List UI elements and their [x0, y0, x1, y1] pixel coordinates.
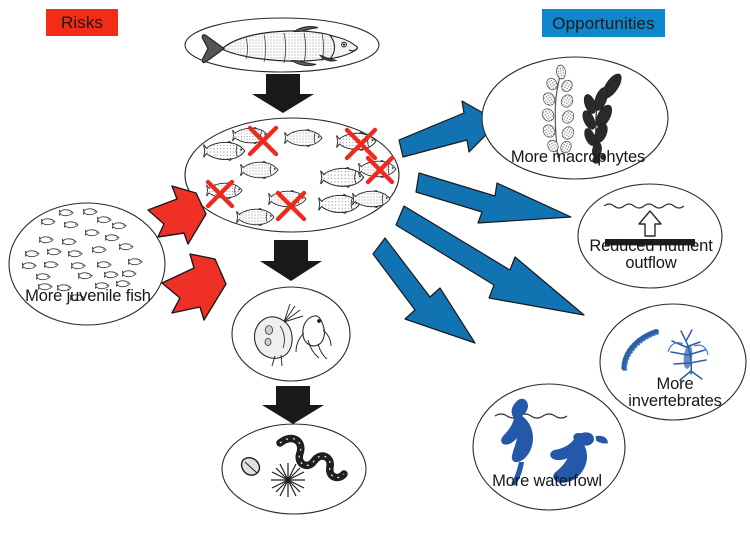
arrow-zooplankton-to-phytoplankton — [262, 386, 324, 424]
legend-badge-risks[interactable]: Risks — [46, 9, 118, 36]
juvenile-fish-ellipse-outline — [8, 202, 166, 326]
arrow-pike-to-adult-fish — [252, 74, 314, 113]
node-label-juvenile-fish: More juvenile fish — [25, 287, 151, 305]
arrow-adult-fish-to-juvenile-upper — [147, 185, 207, 245]
node-label-macrophytes: More macrophytes — [510, 148, 646, 166]
arrow-adult-fish-to-invertebrates — [395, 205, 585, 316]
upward-arrow-sediment-icon — [603, 203, 695, 246]
aquatic-plant-icon — [541, 64, 622, 164]
arrow-adult-fish-to-zooplankton — [260, 240, 322, 281]
waterfowl-ducks-icon — [494, 398, 608, 486]
macrophytes-ellipse-outline — [481, 56, 669, 180]
arrow-adult-fish-to-macrophytes — [398, 100, 500, 158]
node-reduced-nutrient-outflow[interactable] — [577, 183, 723, 289]
node-pike[interactable] — [184, 17, 380, 73]
arrow-adult-fish-to-nutrient — [415, 172, 572, 224]
node-phytoplankton[interactable] — [221, 423, 367, 515]
aquatic-invertebrates-icon — [621, 328, 709, 381]
legend-badge-risks-label: Risks — [60, 13, 104, 32]
red-cross-marks — [205, 125, 395, 222]
node-juvenile-fish[interactable] — [8, 202, 166, 326]
node-label-waterfowl: More waterfowl — [492, 472, 602, 490]
node-label-invertebrates: More invertebrates — [628, 375, 722, 411]
waterfowl-ellipse-outline — [472, 383, 626, 511]
arrow-adult-fish-to-waterfowl — [372, 237, 476, 344]
legend-badge-opportunities[interactable]: Opportunities — [542, 9, 665, 37]
node-label-reduced-nutrient-outflow: Reduced nutrient outflow — [589, 237, 713, 273]
algae-filament-icon — [240, 434, 348, 497]
invertebrates-ellipse-outline — [599, 303, 747, 421]
node-waterfowl[interactable] — [472, 383, 626, 511]
legend-badge-opportunities-label: Opportunities — [552, 13, 655, 33]
node-zooplankton[interactable] — [231, 286, 351, 382]
node-invertebrates[interactable] — [599, 303, 747, 421]
arrow-adult-fish-to-juvenile-lower — [161, 253, 227, 321]
fish-school-with-red-crosses-icon — [203, 125, 397, 226]
zooplankton-daphnia-icon — [253, 303, 332, 367]
node-adult-fish-reduced[interactable] — [184, 117, 400, 233]
pike-fish-icon — [201, 26, 359, 66]
node-macrophytes[interactable] — [481, 56, 669, 180]
